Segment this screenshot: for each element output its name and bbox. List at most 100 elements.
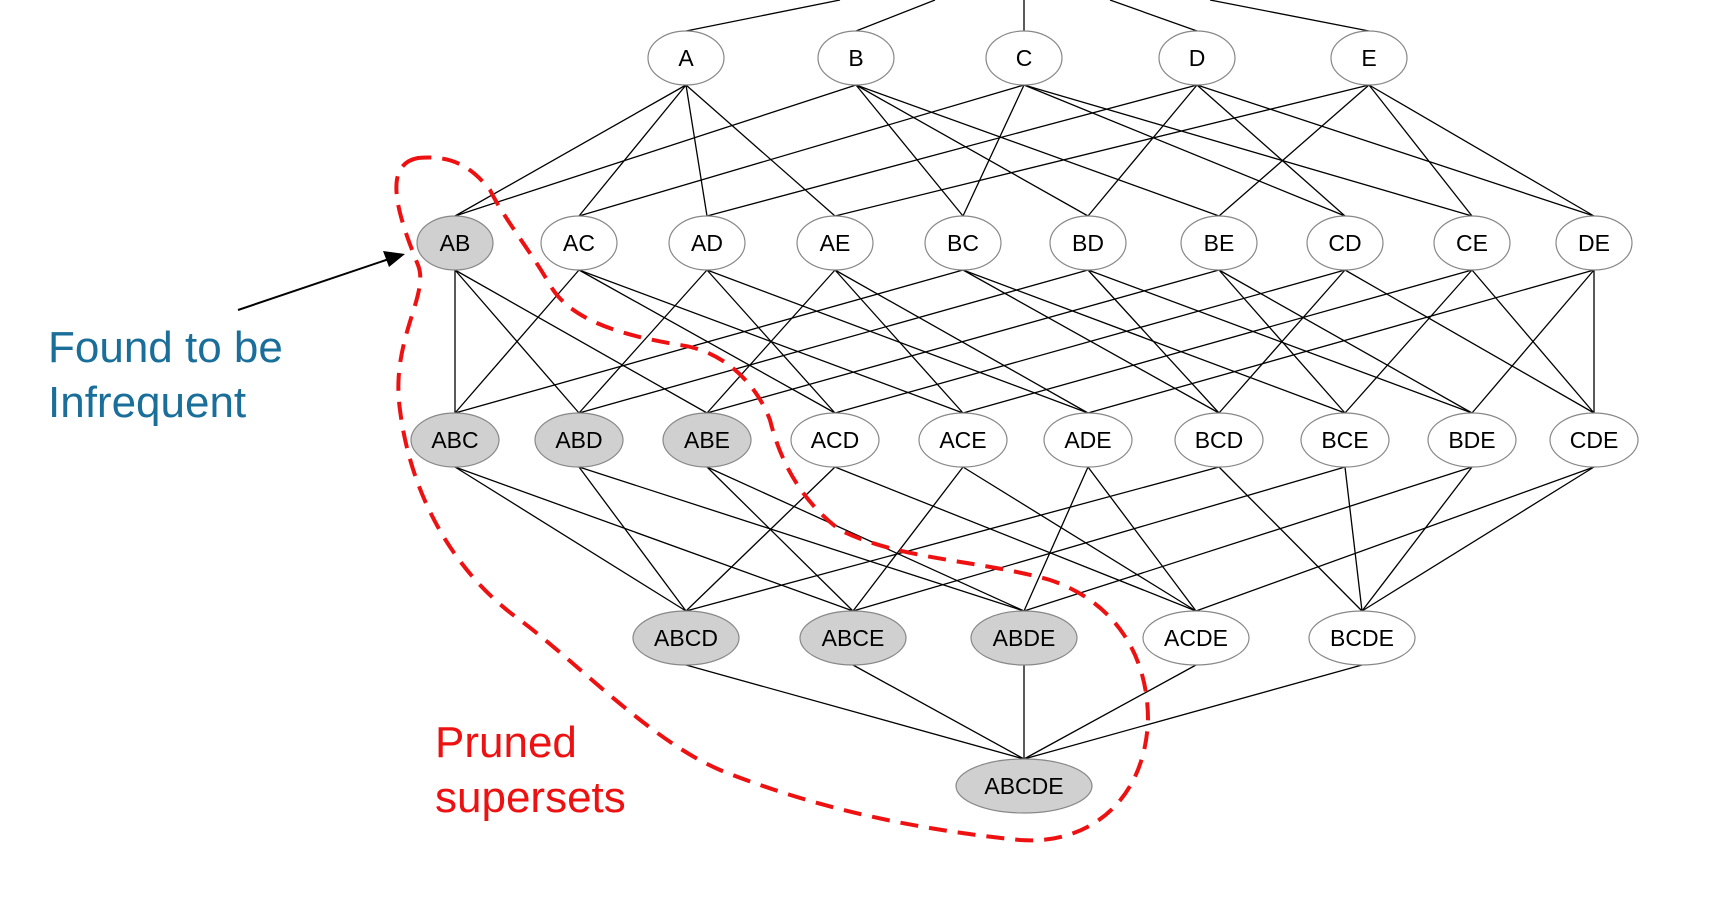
lattice-edge-A-AE: [685, 84, 836, 217]
itemset-node-CD: CD: [1306, 215, 1384, 271]
lattice-edge-BD-BDE: [1087, 269, 1473, 414]
lattice-edge-C-BC: [962, 84, 1025, 217]
itemset-node-label: ABE: [684, 427, 730, 453]
infrequent-annotation-line-2: Infrequent: [48, 378, 247, 427]
lattice-edge-BC-ABC: [454, 269, 964, 414]
lattice-edge-root-D: [1109, 0, 1198, 32]
itemset-node-ABE: ABE: [662, 412, 752, 468]
itemset-node-label: BC: [947, 230, 979, 256]
itemset-node-C: C: [985, 30, 1063, 86]
lattice-edge-ABCE-ABCDE: [852, 664, 1025, 760]
itemset-node-ellipse: [632, 610, 740, 666]
itemset-node-label: AB: [440, 230, 471, 256]
itemset-node-ellipse: [1300, 412, 1390, 468]
itemset-node-ABDE: ABDE: [970, 610, 1078, 666]
lattice-edge-ACDE-ABCDE: [1023, 664, 1197, 760]
itemset-node-label: D: [1189, 45, 1206, 71]
itemset-node-label: ABC: [431, 427, 478, 453]
lattice-edge-ABC-ABCE: [454, 466, 854, 612]
itemset-node-ellipse: [1158, 30, 1236, 86]
itemset-node-ellipse: [970, 610, 1078, 666]
lattice-edge-D-DE: [1196, 84, 1595, 217]
itemset-node-ellipse: [985, 30, 1063, 86]
itemset-node-E: E: [1330, 30, 1408, 86]
lattice-edge-CD-ACD: [834, 269, 1346, 414]
lattice-edge-E-DE: [1368, 84, 1595, 217]
itemset-node-CE: CE: [1433, 215, 1511, 271]
pruned-annotation-line-1: Pruned: [435, 718, 577, 767]
itemset-node-BDE: BDE: [1427, 412, 1517, 468]
itemset-node-ACD: ACD: [790, 412, 880, 468]
itemset-node-AE: AE: [796, 215, 874, 271]
lattice-edge-BDE-BCDE: [1361, 466, 1473, 612]
lattice-edge-BE-BDE: [1218, 269, 1473, 414]
itemset-node-ellipse: [1049, 215, 1127, 271]
itemset-node-AB: AB: [416, 215, 494, 271]
lattice-edge-B-AB: [454, 84, 857, 217]
lattice-edge-BDE-ABDE: [1023, 466, 1473, 612]
itemset-node-ellipse: [1433, 215, 1511, 271]
itemset-node-ABCD: ABCD: [632, 610, 740, 666]
lattice-edge-ADE-ACDE: [1087, 466, 1197, 612]
itemset-node-label: BD: [1072, 230, 1104, 256]
lattice-edge-CD-CDE: [1344, 269, 1595, 414]
lattice-edge-C-CD: [1023, 84, 1346, 217]
lattice-edge-BCE-ABCE: [852, 466, 1346, 612]
lattice-edge-E-CE: [1368, 84, 1473, 217]
lattice-edge-BD-BCD: [1087, 269, 1220, 414]
lattice-edge-A-AD: [685, 84, 708, 217]
itemset-node-ellipse: [924, 215, 1002, 271]
itemset-node-ellipse: [1308, 610, 1416, 666]
lattice-edge-BD-ABD: [578, 269, 1089, 414]
itemset-node-label: AD: [691, 230, 723, 256]
lattice-edge-AD-ABD: [578, 269, 708, 414]
lattice-edge-A-AB: [454, 84, 687, 217]
lattice-edge-C-AC: [578, 84, 1025, 217]
lattice-edge-BCD-ABCD: [685, 466, 1220, 612]
lattice-edge-ABC-ABCD: [454, 466, 687, 612]
itemset-node-ellipse: [955, 758, 1093, 814]
itemset-node-AC: AC: [540, 215, 618, 271]
itemset-node-label: BDE: [1448, 427, 1495, 453]
itemset-node-BCDE: BCDE: [1308, 610, 1416, 666]
itemset-node-ABCE: ABCE: [799, 610, 907, 666]
itemset-node-label: ACDE: [1164, 625, 1228, 651]
itemset-node-BE: BE: [1180, 215, 1258, 271]
itemset-node-label: ACE: [939, 427, 986, 453]
infrequent-annotation: Found to be Infrequent: [48, 320, 283, 430]
itemset-node-ellipse: [534, 412, 624, 468]
lattice-edge-CDE-BCDE: [1361, 466, 1595, 612]
lattice-edge-ABE-ABDE: [706, 466, 1025, 612]
itemset-node-label: CDE: [1570, 427, 1619, 453]
itemset-node-BC: BC: [924, 215, 1002, 271]
itemset-node-ellipse: [668, 215, 746, 271]
itemset-node-CDE: CDE: [1549, 412, 1639, 468]
itemset-node-BCE: BCE: [1300, 412, 1390, 468]
lattice-edge-D-CD: [1196, 84, 1346, 217]
itemset-node-ellipse: [416, 215, 494, 271]
lattice-edge-DE-BDE: [1471, 269, 1595, 414]
itemset-node-ellipse: [1549, 412, 1639, 468]
lattice-edge-CD-BCD: [1218, 269, 1346, 414]
itemset-node-ellipse: [1174, 412, 1264, 468]
lattice-edge-E-AE: [834, 84, 1370, 217]
itemset-node-ellipse: [918, 412, 1008, 468]
itemset-node-label: B: [848, 45, 863, 71]
itemset-node-label: CD: [1328, 230, 1361, 256]
lattice-edge-ABD-ABCD: [578, 466, 687, 612]
lattice-edge-AD-ADE: [706, 269, 1089, 414]
itemset-node-ellipse: [410, 412, 500, 468]
lattice-edge-CDE-ACDE: [1195, 466, 1595, 612]
itemset-node-ellipse: [647, 30, 725, 86]
itemset-node-DE: DE: [1555, 215, 1633, 271]
itemset-node-label: AC: [563, 230, 595, 256]
itemset-node-ADE: ADE: [1043, 412, 1133, 468]
lattice-edge-E-BE: [1218, 84, 1370, 217]
itemset-node-ellipse: [1043, 412, 1133, 468]
lattice-edges: [454, 0, 1595, 760]
lattice-edge-ADE-ABDE: [1023, 466, 1089, 612]
itemset-node-ABC: ABC: [410, 412, 500, 468]
lattice-edge-ACE-ABCE: [852, 466, 964, 612]
itemset-node-label: BCE: [1321, 427, 1368, 453]
